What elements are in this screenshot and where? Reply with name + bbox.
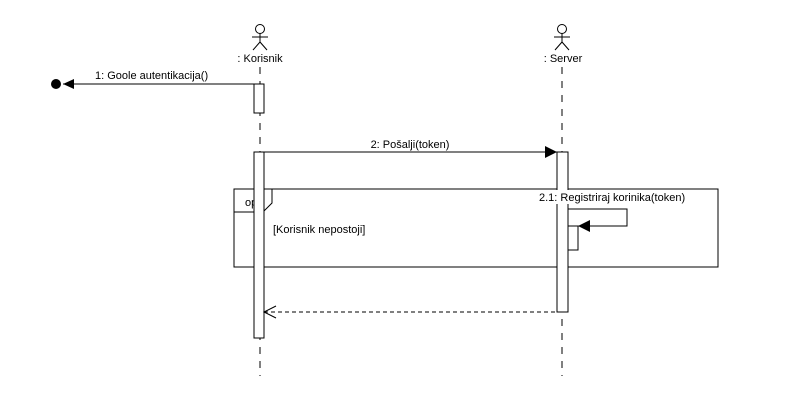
lost-message-endpoint-icon [51,79,61,89]
message-2-1-arrowhead-icon [578,220,590,232]
message-2-label: 2: Pošalji(token) [371,139,450,151]
message-2-1-label-bg [537,190,700,204]
message-2-1[interactable]: 2.1: Registriraj korinika(token) [537,190,700,232]
opt-guard-label: [Korisnik nepostoji] [273,224,365,236]
opt-fragment[interactable]: opt [Korisnik nepostoji] [233,188,719,268]
return-message-arrowhead-icon [262,305,277,319]
activation-korisnik-1 [253,83,265,114]
message-2[interactable]: 2: Pošalji(token) [264,139,557,158]
activation-korisnik-2 [253,151,265,339]
message-2-arrowhead-icon [545,146,557,158]
actor-korisnik-label: : Korisnik [237,53,283,65]
return-message[interactable] [262,305,557,319]
opt-operator-tab [234,189,273,213]
activation-server-self [567,225,579,251]
actor-server-label: : Server [544,53,583,65]
message-1-arrowhead-icon [63,79,74,89]
actor-server[interactable]: : Server [544,24,583,66]
actor-korisnik-figure-icon [252,24,268,51]
opt-fragment-frame [233,188,719,268]
message-2-1-label: 2.1: Registriraj korinika(token) [539,192,685,204]
actor-korisnik[interactable]: : Korisnik [237,24,283,66]
message-1[interactable]: 1: Goole autentikacija() [51,70,254,89]
message-2-1-line [568,208,628,227]
message-1-label: 1: Goole autentikacija() [95,70,208,82]
activation-server-1 [556,151,569,313]
actor-server-figure-icon [554,24,570,51]
